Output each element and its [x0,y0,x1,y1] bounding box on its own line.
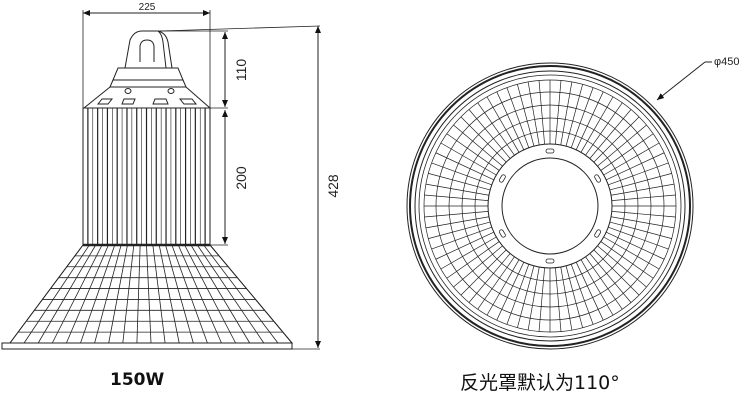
dim-body-label: 200 [233,166,249,190]
mounting-slot [498,174,506,183]
hanging-hook [124,30,173,69]
side-view-caption: 150W [110,370,165,390]
dim-diameter-label: φ450 [714,56,740,68]
reflector-side [9,244,294,344]
dim-top-label: 110 [233,59,249,82]
mounting-slot [498,229,506,238]
side-view-drawing [1,10,321,350]
mounting-slot [545,148,555,154]
top-view-caption: 反光罩默认为110° [460,372,620,394]
dim-total-label: 428 [325,174,341,198]
mounting-slot [545,258,555,264]
cap [112,67,184,81]
diameter-leader-line [656,61,706,101]
dim-width-label: 225 [139,2,156,13]
center-hole [501,157,599,255]
mounting-slot [594,229,602,238]
reflector-rim [1,342,293,350]
top-view-drawing [406,61,712,350]
mounting-ring [487,143,613,269]
mounting-slot [594,174,602,183]
